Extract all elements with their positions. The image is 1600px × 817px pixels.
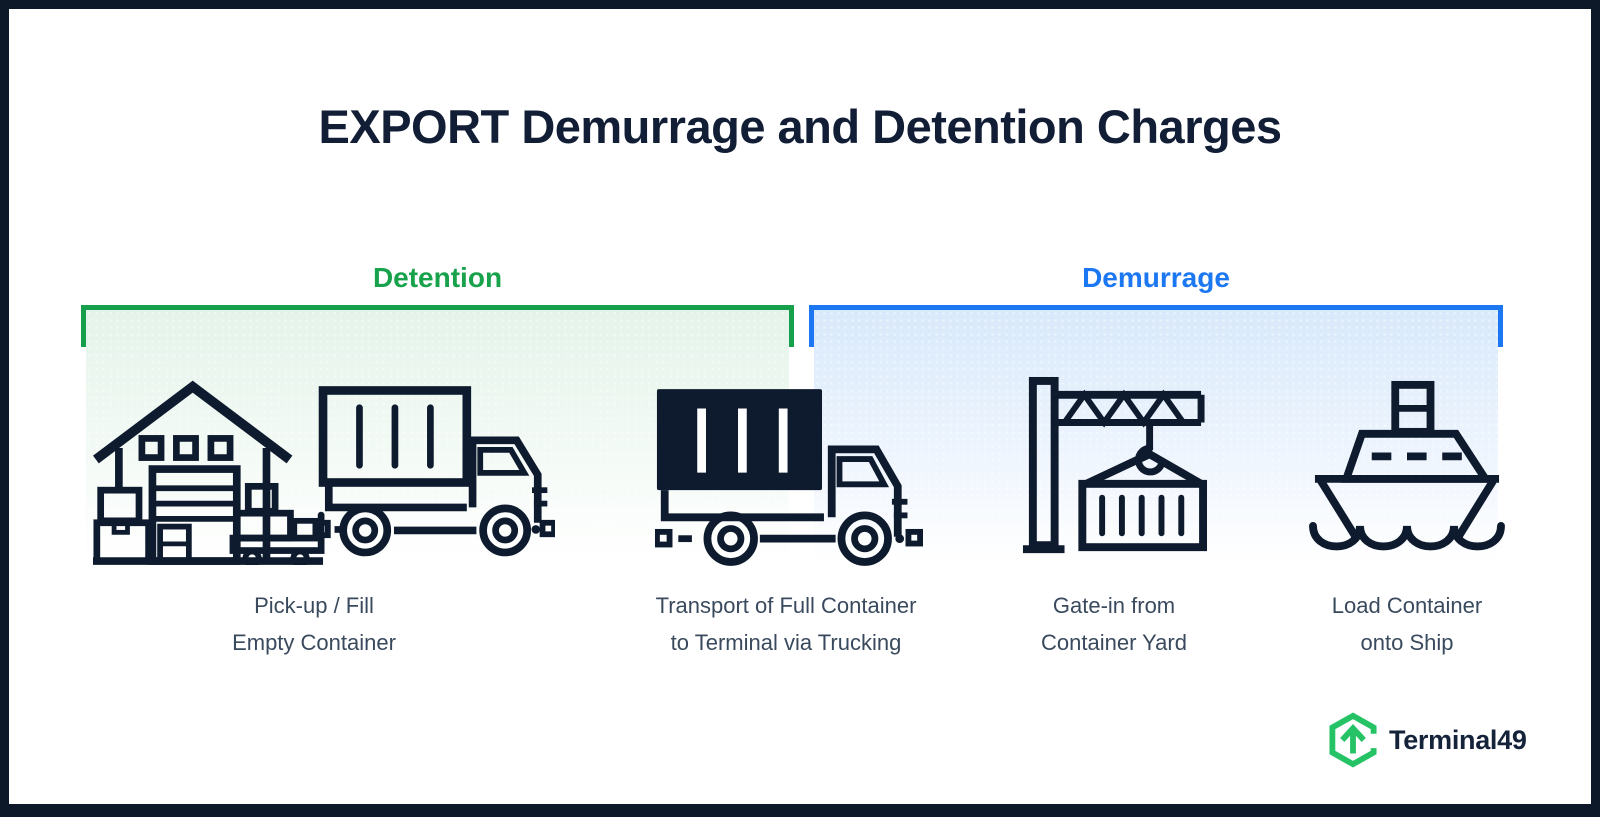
detention-section-label: Detention (372, 262, 503, 293)
full-container-truck-icon (655, 385, 923, 570)
step-caption-transport: Transport of Full Container to Terminal … (656, 587, 917, 661)
caption-line: Transport of Full Container (655, 593, 917, 618)
container-ship-icon (1309, 379, 1505, 567)
detention-bracket (81, 305, 794, 347)
demurrage-bracket (809, 305, 1503, 347)
terminal49-logo: Terminal49 (1327, 711, 1527, 769)
page-title: EXPORT Demurrage and Detention Charges (318, 100, 1282, 153)
caption-line: Gate-in from (1052, 593, 1176, 618)
caption-line: to Terminal via Trucking (670, 630, 902, 655)
step-caption-pickup: Pick-up / Fill Empty Container (232, 587, 396, 661)
step-caption-load-ship: Load Container onto Ship (1332, 587, 1482, 661)
warehouse-empty-container-truck-icon (93, 377, 555, 565)
caption-line: Pick-up / Fill (254, 593, 374, 618)
caption-line: Empty Container (232, 630, 396, 655)
caption-line: Load Container (1331, 593, 1483, 618)
demurrage-section-label: Demurrage (1082, 262, 1230, 293)
terminal49-wordmark: Terminal49 (1389, 724, 1527, 755)
step-caption-gate-in: Gate-in from Container Yard (1041, 587, 1187, 661)
caption-line: Container Yard (1041, 630, 1187, 655)
caption-line: onto Ship (1360, 630, 1454, 655)
terminal49-hexagon-arrow-icon (1329, 712, 1377, 768)
gate-in-crane-container-icon (1019, 375, 1209, 563)
